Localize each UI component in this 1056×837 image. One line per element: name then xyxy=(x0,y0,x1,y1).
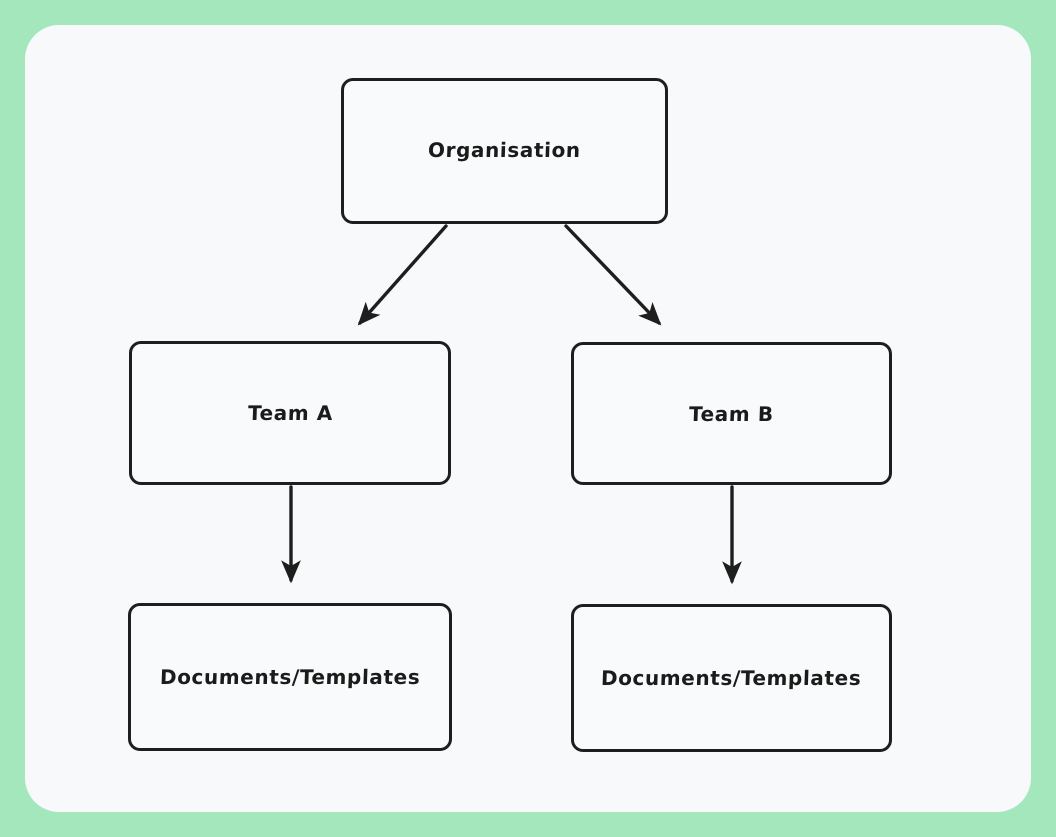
node-team-a-label: Team A xyxy=(247,401,333,425)
node-documents-templates-a[interactable]: Documents/Templates xyxy=(128,603,452,751)
node-team-a[interactable]: Team A xyxy=(129,341,451,485)
node-documents-templates-b-label: Documents/Templates xyxy=(600,666,863,690)
node-documents-templates-b[interactable]: Documents/Templates xyxy=(571,604,892,752)
node-organisation[interactable]: Organisation xyxy=(341,78,668,224)
node-team-b[interactable]: Team B xyxy=(571,342,892,485)
node-organisation-label: Organisation xyxy=(427,138,582,162)
node-team-b-label: Team B xyxy=(688,401,775,426)
node-documents-templates-a-label: Documents/Templates xyxy=(159,665,421,689)
